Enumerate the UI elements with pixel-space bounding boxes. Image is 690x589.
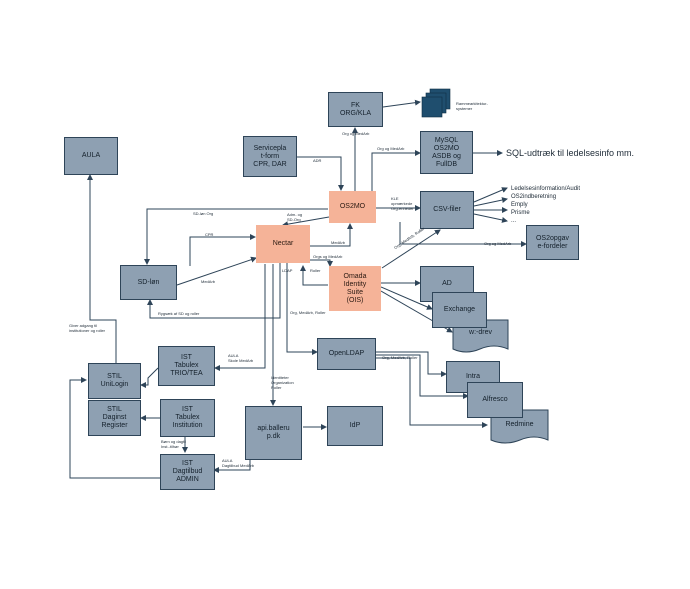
connector-fk-rammearkitektur (382, 99, 421, 108)
label-ldap: LDAP (282, 268, 293, 273)
label-roller: Roller (310, 268, 321, 273)
box-ist-tabulex-institution[interactable]: IST Tabulex Institution (160, 399, 215, 437)
label-cpr: CPR (205, 232, 214, 237)
connector-stil-aula (87, 174, 117, 363)
box-redmine[interactable]: Redmine (505, 421, 534, 428)
connector-nectar-openldap (286, 262, 318, 355)
connector-os2mo-sdlon (144, 208, 328, 265)
connector-sdlon-medarb (176, 256, 257, 286)
connector-ist-trio-stil (140, 367, 159, 388)
label-identiteter: Identiteter Organization Roller (271, 375, 294, 390)
box-os2opgavefordeler[interactable]: OS2opgav e-fordeler (526, 225, 579, 260)
connector-csv-out-2 (473, 197, 508, 207)
connector-openldap-intra (376, 351, 447, 377)
csv-outputs-list: Ledelsesinformation/Audit OS2indberetnin… (511, 186, 581, 224)
box-idp[interactable]: IdP (327, 406, 383, 446)
connector-nectar-os2mo (310, 223, 353, 247)
connector-api-ist-dagtilbud (213, 460, 251, 473)
box-omada-ois[interactable]: Omada Identity Suite (OIS) (329, 266, 381, 311)
box-stil-unilogin[interactable]: STIL UniLogin (88, 363, 141, 399)
label-medarb-nectar-os2mo: MedArb (331, 240, 346, 245)
document-shapes (452, 319, 549, 444)
sql-udtraek-label: SQL-udtræk til ledelsesinfo mm. (506, 148, 635, 158)
label-boern-dagtilbud: Børn og dagtil Inst.-tilhør (161, 439, 186, 449)
label-adm-sd-org: Adm- og SD-Org (287, 212, 303, 222)
box-stil-daginst[interactable]: STIL Daginst Register (88, 400, 141, 436)
doc-shape-redmine (490, 409, 549, 444)
connector-csv-out-1 (473, 187, 508, 203)
connector-serviceplatform-os2mo (296, 156, 344, 191)
box-fk-org-kla[interactable]: FK ORG/KLA (328, 92, 383, 127)
box-openldap[interactable]: OpenLDAP (317, 338, 376, 370)
box-exchange[interactable]: Exchange (432, 292, 487, 328)
box-w-drev[interactable]: w:-drev (469, 329, 492, 336)
connector-ois-csv (381, 229, 441, 269)
label-giver-adgang: Giver adgang til institutioner og roller (69, 323, 106, 333)
label-adr: ADR (313, 158, 322, 163)
connector-nectar-sdlon-rygsaek (147, 263, 281, 319)
box-sd-lon[interactable]: SD-løn (120, 265, 177, 300)
connector-openldap-redmine (376, 357, 488, 428)
box-serviceplatform[interactable]: Servicepla t-form CPR, DAR (243, 136, 297, 177)
box-csv-filer[interactable]: CSV-filer (420, 191, 474, 229)
box-ist-dagtilbud-admin[interactable]: IST Dagtilbud ADMIN (160, 454, 215, 490)
connector-os2mo-mysql (371, 150, 421, 191)
box-os2mo[interactable]: OS2MO (329, 191, 376, 223)
label-kle: KLE opmærkede Org-enheder (391, 196, 414, 211)
connector-os2mo-os2opgav (399, 222, 527, 247)
label-org-medarb-os2opgav: Org og MedArb (484, 241, 512, 246)
label-aula-skole: AULA Skole MedArb (228, 353, 254, 363)
box-aula[interactable]: AULA (64, 137, 118, 175)
label-org-medarb-fk: Org og MedArb (342, 131, 370, 136)
box-mysql-os2mo[interactable]: MySQL OS2MO ASDB og FullDB (420, 131, 473, 174)
label-medarb-sd: MedArb (201, 279, 216, 284)
box-alfresco[interactable]: Alfresco (467, 382, 523, 418)
box-nectar[interactable]: Nectar (256, 225, 310, 263)
rammearkitektur-label: Rammearkitektur- systemer (456, 101, 488, 111)
label-aula-dagtilbud: AULA Dagtilbud MedArb (222, 458, 255, 468)
connector-nectar-ois (310, 259, 333, 267)
label-sdlon-org: SD-løn Org (193, 211, 214, 216)
label-org-medarb-mysql: Org og MedArb (377, 146, 405, 151)
connector-sdlon-nectar (189, 234, 256, 266)
connector-ois-exchange (380, 286, 433, 310)
connector-os2mo-nectar (282, 216, 330, 228)
connector-csv-out-4 (473, 213, 508, 223)
label-org-medarb-roller-ldap: Org, MedArb, Roller (382, 355, 418, 360)
connector-nectar-ist-trio (214, 264, 266, 371)
rammearkitektur-stack-icon (421, 88, 451, 118)
label-rygsaek: Rygsæk af SD og roller (158, 311, 200, 316)
label-org-medarb-ois: Orgs og MedArb (313, 254, 343, 259)
doc-shape-wdrev (452, 319, 509, 353)
label-org-medarb-roller-ois: Org, MedArb, Roller (290, 310, 326, 315)
connector-ist-dagtilbud-stil (69, 377, 160, 479)
box-ist-tabulex-trio[interactable]: IST Tabulex TRIO/TEA (158, 346, 215, 386)
connector-openldap-alfresco (376, 354, 469, 399)
connector-ois-nectar (300, 265, 328, 286)
box-api-ballerup[interactable]: api.balleru p.dk (245, 406, 302, 460)
